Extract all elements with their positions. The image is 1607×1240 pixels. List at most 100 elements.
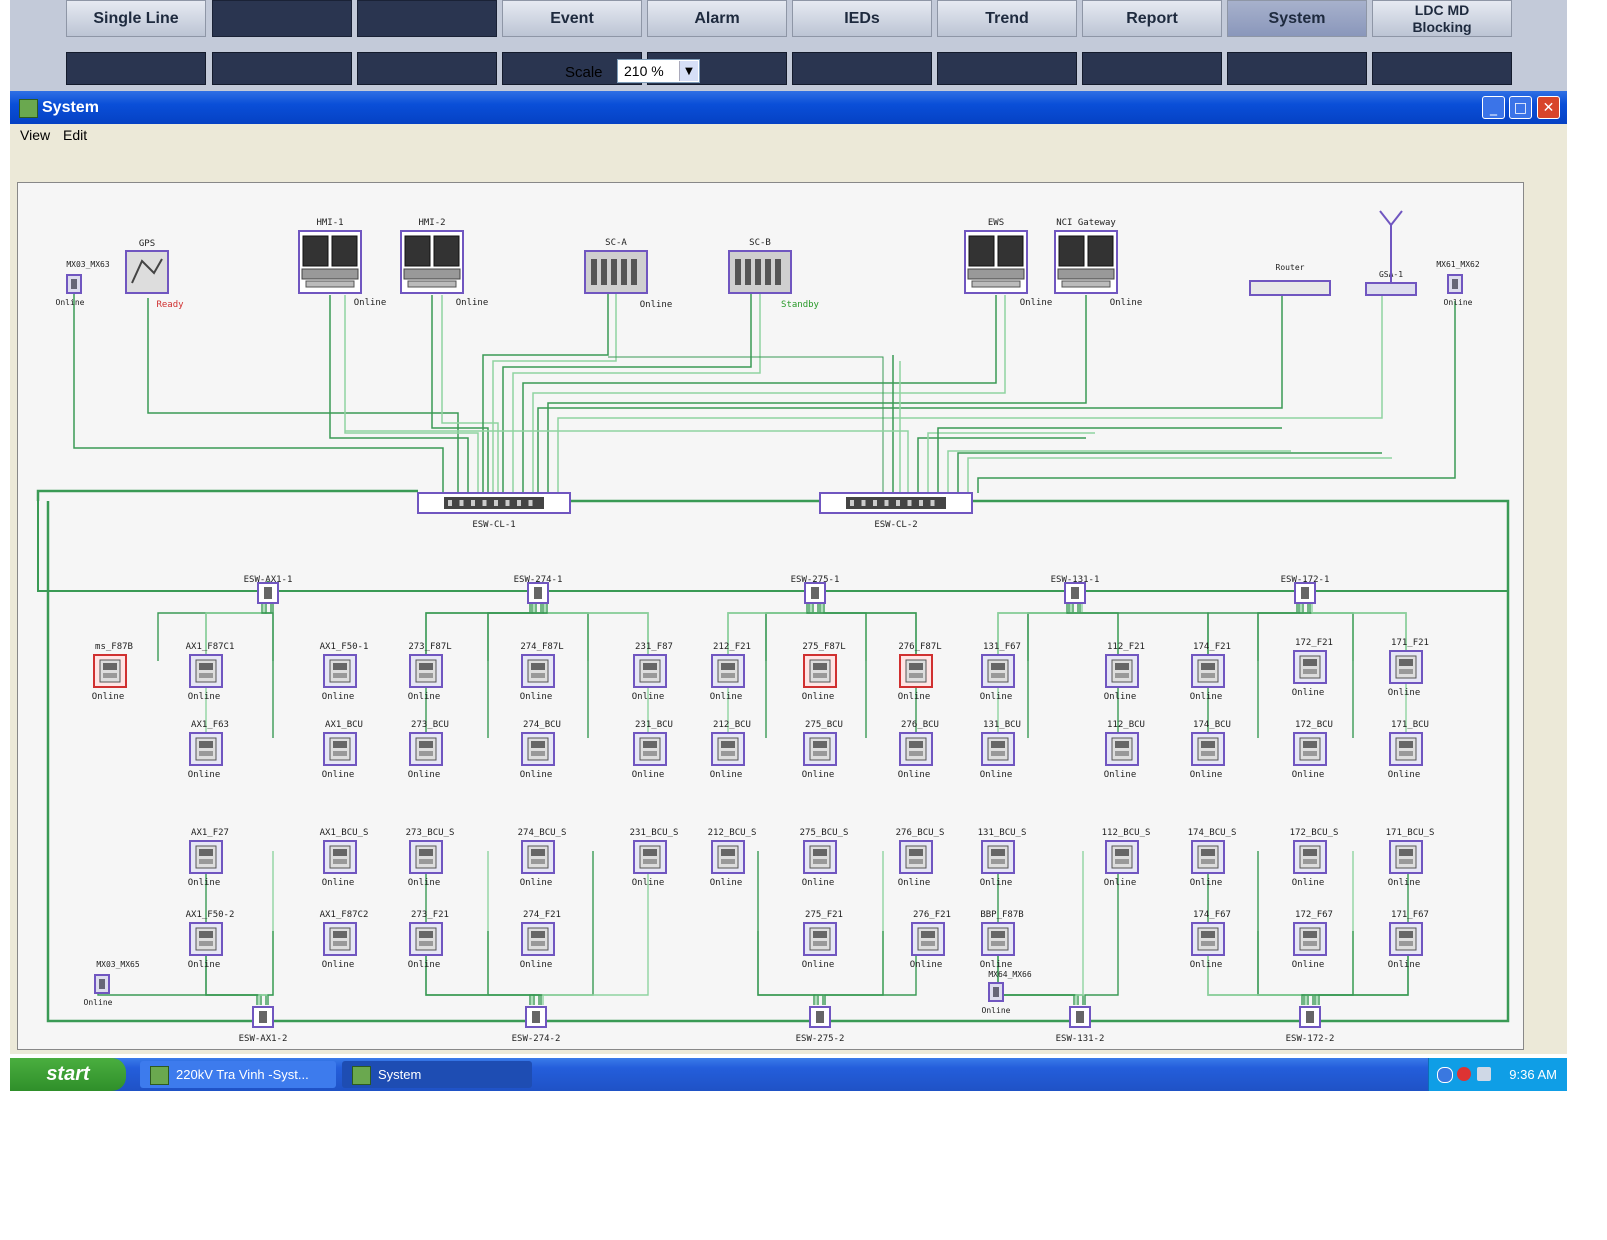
switch-bs3[interactable] [804,582,826,604]
ied-i7[interactable] [409,732,443,766]
network-icon[interactable] [1477,1067,1491,1081]
close-button[interactable]: ✕ [1537,96,1560,119]
ied-j8[interactable] [521,922,555,956]
device-mmp2[interactable] [1447,274,1463,294]
ied-j5[interactable] [409,840,443,874]
nav-button-secondary-2[interactable] [357,52,497,85]
ied-i12[interactable] [711,654,745,688]
ied-j7[interactable] [521,840,555,874]
arrow-left-icon[interactable] [1437,1067,1453,1083]
ied-j13[interactable] [899,840,933,874]
ied-j3[interactable] [323,840,357,874]
nav-button-alarm[interactable]: Alarm [647,0,787,37]
nav-button-blank-2[interactable] [357,0,497,37]
ied-i26[interactable] [1389,650,1423,684]
minimize-button[interactable]: _ [1482,96,1505,119]
nav-button-secondary-8[interactable] [1227,52,1367,85]
nav-button-system[interactable]: System [1227,0,1367,37]
ied-i11[interactable] [633,732,667,766]
ied-i9[interactable] [521,732,555,766]
nav-button-blank-1[interactable] [212,0,352,37]
ied-j4[interactable] [323,922,357,956]
taskbar-item-scada[interactable]: 220kV Tra Vinh -Syst... [140,1061,336,1088]
ied-i23[interactable] [1191,732,1225,766]
switch-bb4[interactable] [1069,1006,1091,1028]
device-hmi2[interactable] [400,230,464,294]
ied-j1[interactable] [189,840,223,874]
ied-j18[interactable] [1191,840,1225,874]
ied-i21[interactable] [1105,732,1139,766]
menu-view[interactable]: View [20,127,51,143]
device-scB[interactable] [728,250,792,294]
gps-device[interactable] [125,250,169,294]
device-nci[interactable] [1054,230,1118,294]
ied-i18[interactable] [981,654,1015,688]
ied-j16[interactable] [981,922,1015,956]
device-mmp1[interactable] [66,274,82,294]
menu-edit[interactable]: Edit [63,127,88,143]
ied-i17[interactable] [899,732,933,766]
ied-i8[interactable] [521,654,555,688]
nav-button-trend[interactable]: Trend [937,0,1077,37]
ied-j11[interactable] [803,840,837,874]
nav-button-ieds[interactable]: IEDs [792,0,932,37]
ied-i22[interactable] [1191,654,1225,688]
ied-i10[interactable] [633,654,667,688]
ied-j15[interactable] [981,840,1015,874]
ied-i25[interactable] [1293,732,1327,766]
gsa-device[interactable] [1365,282,1417,296]
start-button[interactable]: start [10,1058,126,1091]
switch-bb1[interactable] [252,1006,274,1028]
scale-select[interactable]: 210 % ▼ [617,59,700,83]
ied-i19[interactable] [981,732,1015,766]
nav-button-single-line[interactable]: Single Line [66,0,206,37]
chevron-down-icon[interactable]: ▼ [679,61,698,81]
ied-i27[interactable] [1389,732,1423,766]
ied-i15[interactable] [803,732,837,766]
ied-j2[interactable] [189,922,223,956]
ied-i1[interactable] [93,654,127,688]
ied-j17[interactable] [1105,840,1139,874]
ied-j10[interactable] [711,840,745,874]
switch-bs4[interactable] [1064,582,1086,604]
ied-j6[interactable] [409,922,443,956]
ied-i6[interactable] [409,654,443,688]
switch-bb2[interactable] [525,1006,547,1028]
switch-bs5[interactable] [1294,582,1316,604]
maximize-button[interactable]: □ [1509,96,1532,119]
switch-bs2[interactable] [527,582,549,604]
ied-j22[interactable] [1389,840,1423,874]
window-titlebar[interactable]: System _ □ ✕ [10,91,1567,124]
switch-bb3[interactable] [809,1006,831,1028]
nav-button-secondary-5[interactable] [792,52,932,85]
ied-i4[interactable] [323,654,357,688]
switch-bb5[interactable] [1299,1006,1321,1028]
nav-button-secondary-1[interactable] [212,52,352,85]
device-ews[interactable] [964,230,1028,294]
switch-core1[interactable] [417,492,571,514]
ied-j19[interactable] [1191,922,1225,956]
device-hmi1[interactable] [298,230,362,294]
ied-i2[interactable] [189,654,223,688]
nav-button-secondary-0[interactable] [66,52,206,85]
ied-i24[interactable] [1293,650,1327,684]
nav-button-report[interactable]: Report [1082,0,1222,37]
ied-j12[interactable] [803,922,837,956]
ied-i3[interactable] [189,732,223,766]
device-k2[interactable] [988,982,1004,1002]
router-device[interactable] [1249,280,1331,296]
ied-i16[interactable] [899,654,933,688]
ied-j20[interactable] [1293,840,1327,874]
nav-button-ldc-md-blocking[interactable]: LDC MD Blocking [1372,0,1512,37]
ied-i14[interactable] [803,654,837,688]
nav-button-secondary-9[interactable] [1372,52,1512,85]
ied-j21[interactable] [1293,922,1327,956]
nav-button-event[interactable]: Event [502,0,642,37]
ied-i13[interactable] [711,732,745,766]
ied-i20[interactable] [1105,654,1139,688]
ied-i5[interactable] [323,732,357,766]
nav-button-secondary-7[interactable] [1082,52,1222,85]
ied-j9[interactable] [633,840,667,874]
device-scA[interactable] [584,250,648,294]
